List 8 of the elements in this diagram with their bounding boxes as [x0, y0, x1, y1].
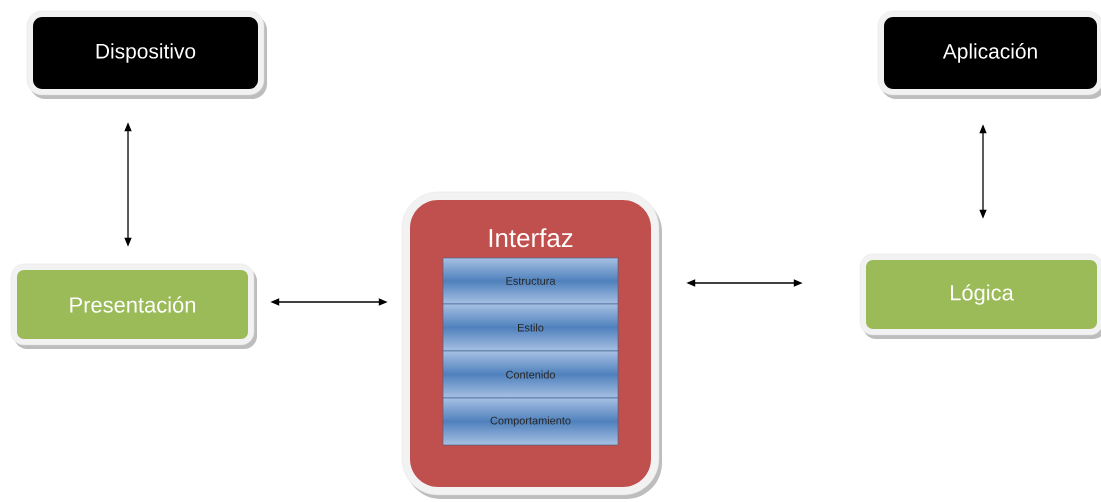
process-box: Lógica: [859, 253, 1101, 339]
layer-box: Comportamiento: [442, 397, 619, 446]
layer-box: Contenido: [442, 350, 619, 399]
layer-box: Estructura: [442, 257, 619, 305]
process-box: Dispositivo: [26, 10, 267, 99]
process-box: Aplicación: [877, 10, 1101, 99]
layer-box: Estilo: [442, 303, 619, 352]
process-box: Presentación: [10, 263, 257, 349]
